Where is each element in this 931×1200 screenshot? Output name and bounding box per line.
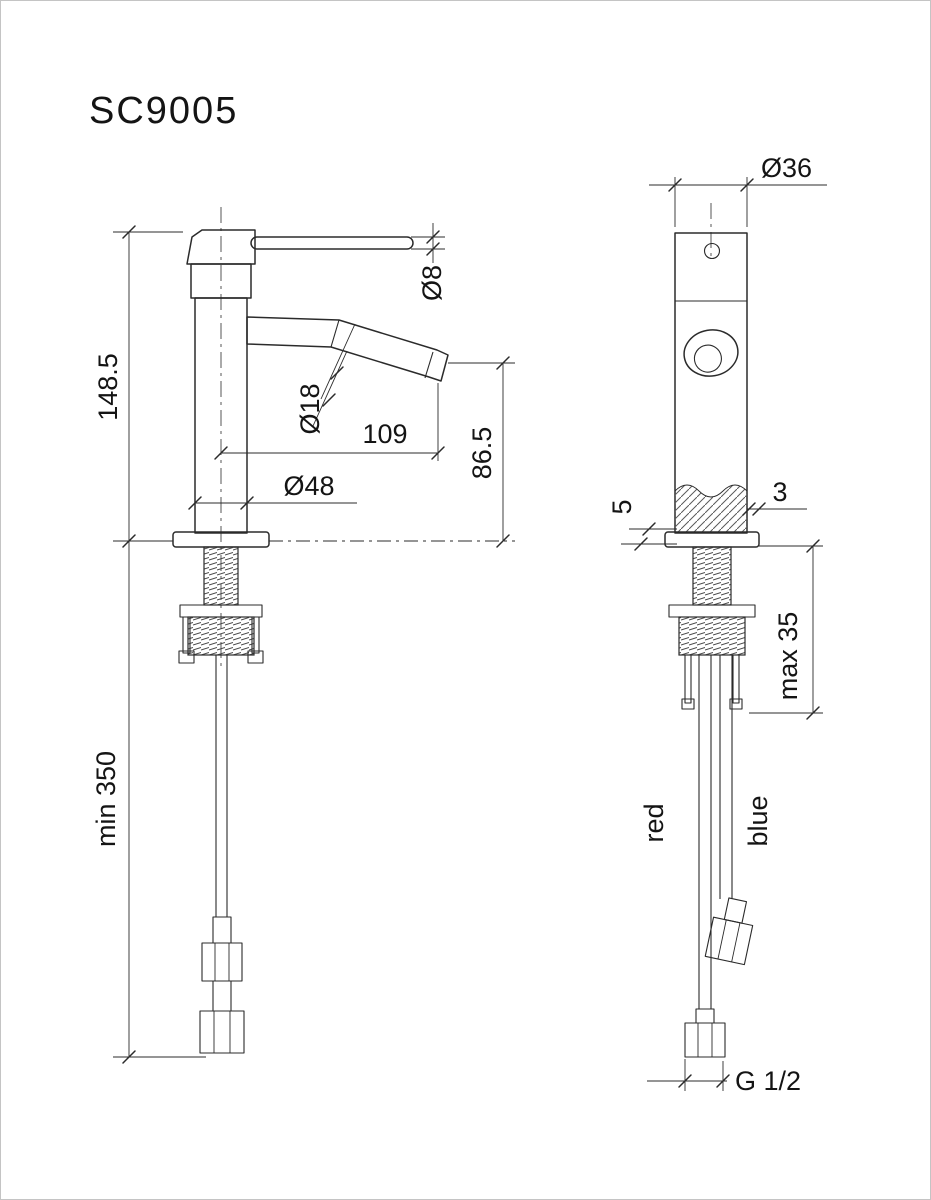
threaded-shank: [203, 546, 239, 606]
dim-deck-left-label: 5: [607, 499, 637, 514]
dim-max-deck-label: max 35: [773, 612, 803, 701]
dim-spout-reach-label: 109: [362, 419, 407, 449]
hex-nut-upper: [201, 942, 243, 982]
faucet-body: [194, 297, 248, 534]
spout-outlet: [683, 329, 739, 377]
dim-min-depth-label: min 350: [91, 751, 121, 847]
product-code: SC9005: [89, 90, 238, 132]
left-view-drawing: 148.5 min 350 Ø8 Ø18 109 86.5: [91, 207, 515, 1064]
dim-base-diameter-label: Ø48: [283, 471, 334, 501]
hose-red-label: red: [639, 803, 669, 842]
dim-height-label: 148.5: [93, 353, 123, 421]
dim-outlet-height-label: 86.5: [467, 427, 497, 480]
hose-ferrule: [212, 916, 232, 944]
aerator-line: [424, 351, 434, 379]
dim-spout-diameter-label: Ø18: [295, 383, 325, 434]
dim-lever-diameter-label: Ø8: [417, 265, 447, 301]
hex-nut-cold: [704, 897, 754, 966]
hex-nut-lower: [199, 1010, 245, 1054]
mounting-nut-front: [678, 616, 746, 656]
base-flange-front: [664, 531, 760, 548]
dim-thread-label: G 1/2: [735, 1066, 801, 1096]
faucet-body-front: [674, 232, 748, 534]
washer-front: [668, 604, 756, 618]
stud-right: [251, 616, 260, 654]
stud-right-front: [732, 654, 740, 704]
stud-left-front: [684, 654, 692, 704]
dim-body-diameter-label: Ø36: [761, 153, 812, 183]
lever-handle: [250, 236, 414, 250]
mounting-nut: [187, 616, 255, 656]
dim-deck-right-label: 3: [772, 477, 787, 507]
deck-section-hatch: [675, 485, 747, 532]
handle-screw-hole: [703, 242, 721, 260]
hose-blue-label: blue: [743, 795, 773, 846]
hex-nut-hot: [684, 1022, 726, 1058]
spout: [246, 316, 449, 382]
stud-left: [182, 616, 191, 654]
threaded-shank-front: [692, 546, 732, 606]
right-view-drawing: Ø36: [607, 153, 827, 1096]
